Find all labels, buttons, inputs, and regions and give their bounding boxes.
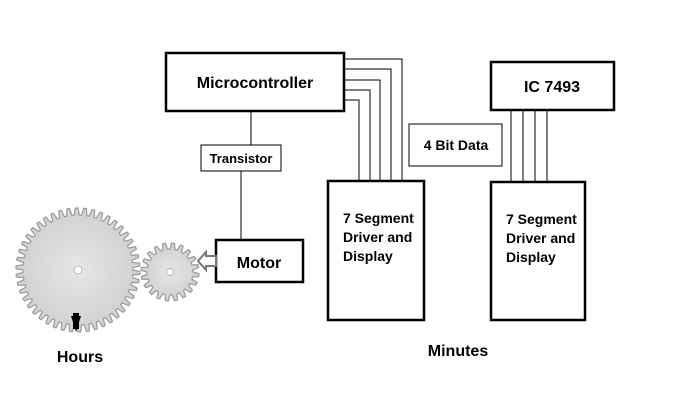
four-bit-data-label: 4 Bit Data <box>424 137 489 153</box>
motor-block <box>214 238 305 284</box>
display-right-block <box>489 180 587 322</box>
motor-label: Motor <box>237 255 281 272</box>
hour-hand-icon <box>71 313 81 332</box>
display-left-block <box>326 179 426 322</box>
four-bit-data-block <box>408 123 503 167</box>
motor-drive-arrow-icon <box>196 249 217 273</box>
display-left-line-1: 7 Segment <box>343 210 414 226</box>
display-right-line-1: 7 Segment <box>506 211 577 227</box>
transistor-label: Transistor <box>210 151 273 166</box>
connection-wires <box>240 58 548 240</box>
microcontroller-block <box>164 51 346 113</box>
display-left-line-3: Display <box>343 248 393 264</box>
minutes-caption: Minutes <box>428 343 489 360</box>
pinion-gear-icon <box>140 242 200 302</box>
ic7493-label: IC 7493 <box>524 79 580 96</box>
microcontroller-label: Microcontroller <box>197 75 313 92</box>
hours-gear-icon <box>15 207 141 333</box>
transistor-block <box>200 144 282 172</box>
ic7493-block <box>489 60 616 112</box>
display-left-line-2: Driver and <box>343 229 412 245</box>
display-right-line-3: Display <box>506 249 556 265</box>
display-right-line-2: Driver and <box>506 230 575 246</box>
gear-hub <box>73 265 83 275</box>
hours-caption: Hours <box>57 349 103 366</box>
gear-hub <box>166 268 174 276</box>
